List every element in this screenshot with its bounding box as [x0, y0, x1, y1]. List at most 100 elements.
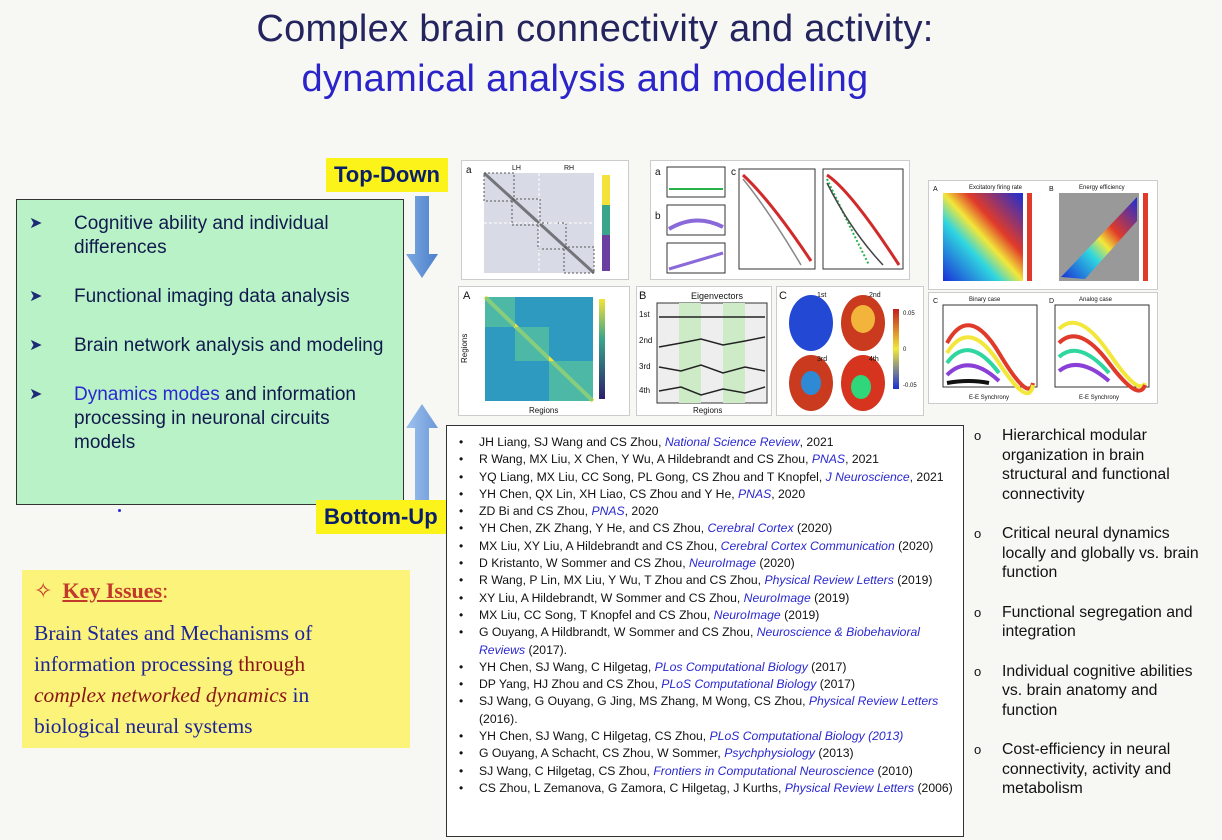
reference-journal-link[interactable]: Frontiers in Computational Neuroscience [653, 763, 875, 778]
research-area-item: ➤ Functional imaging data analysis [17, 285, 394, 309]
reference-journal-link[interactable]: PNAS [591, 504, 625, 519]
brain-label: 4th [869, 356, 879, 363]
bottom-up-label: Bottom-Up [316, 500, 446, 534]
brain-label: 3rd [817, 356, 827, 363]
figure-x-label: E-E Synchrony [969, 395, 1009, 401]
eigen-row-label: 2nd [639, 336, 652, 345]
cbar-label: -0.05 [903, 383, 917, 389]
research-areas-box: ➤ Cognitive ability and individual diffe… [16, 199, 404, 505]
reference-journal-link[interactable]: NeuroImage [743, 590, 811, 605]
reference-authors: G Ouyang, A Schacht, CS Zhou, W Sommer, [479, 746, 725, 761]
figure-panel-label: C [779, 290, 787, 302]
reference-journal-link[interactable]: PLoS Computational Biology (2013) [709, 729, 904, 744]
figure-firing-rate-heatmaps: A Excitatory firing rate B Energy effici… [928, 180, 1158, 290]
reference-journal-link[interactable]: PNAS [811, 452, 846, 467]
reference-journal-link[interactable]: PNAS [738, 486, 772, 501]
reference-journal-link[interactable]: Cerebral Cortex Communication [720, 538, 895, 553]
reference-journal-link[interactable]: Physical Review Letters [764, 573, 894, 588]
research-area-item: ➤ Dynamics modes and information process… [17, 383, 394, 455]
circle-bullet-icon: o [974, 663, 982, 679]
reference-item: CS Zhou, L Zemanova, G Zamora, C Hilgeta… [455, 780, 957, 798]
reference-year: , 2021 [909, 469, 944, 484]
cbar-label: 0.05 [903, 311, 915, 317]
reference-authors: D Kristanto, W Sommer and CS Zhou, [479, 556, 689, 571]
key-issues-title: ✧Key Issues: [34, 578, 398, 604]
references-list: JH Liang, SJ Wang and CS Zhou, National … [455, 434, 957, 798]
key-issues-box: ✧Key Issues: Brain States and Mechanisms… [22, 570, 410, 748]
reference-journal-link[interactable]: Physical Review Letters [784, 780, 915, 795]
reference-authors: SJ Wang, C Hilgetag, CS Zhou, [479, 763, 654, 778]
down-arrow-icon [406, 196, 438, 278]
reference-authors: DP Yang, HJ Zhou and CS Zhou, [479, 677, 662, 692]
star-icon: ✧ [34, 578, 53, 603]
circle-bullet-icon: o [974, 428, 982, 443]
circle-bullet-icon: o [974, 526, 982, 541]
topic-text: Individual cognitive abilities vs. brain… [1002, 662, 1193, 719]
reference-item: D Kristanto, W Sommer and CS Zhou, Neuro… [455, 555, 957, 573]
figure-panel-label: A [463, 290, 471, 302]
reference-authors: YH Chen, QX Lin, XH Liao, CS Zhou and Y … [479, 486, 739, 501]
figure-panel-label: B [639, 290, 646, 302]
top-down-label: Top-Down [326, 158, 448, 192]
figure-x-label: E-E Synchrony [1079, 395, 1119, 401]
cbar-label: 0 [903, 347, 907, 353]
reference-year: (2017) [816, 677, 856, 692]
reference-year: , 2021 [845, 452, 879, 467]
figure-title: Analog case [1079, 297, 1113, 303]
eigen-row-label: 4th [639, 386, 650, 395]
reference-journal-link[interactable]: National Science Review [664, 435, 800, 449]
reference-authors: YH Chen, SJ Wang, C Hilgetag, [479, 659, 655, 674]
topic-text: Cost-efficiency in neural connectivity, … [1002, 741, 1172, 797]
reference-authors: R Wang, P Lin, MX Liu, Y Wu, T Zhou and … [479, 573, 765, 588]
reference-journal-link[interactable]: NeuroImage [713, 607, 781, 622]
reference-year: (2019) [810, 590, 850, 605]
key-issues-body: Brain States and Mechanisms of informati… [34, 618, 398, 742]
reference-item: YH Chen, SJ Wang, C Hilgetag, PLos Compu… [455, 659, 957, 677]
topic-item: o Individual cognitive abilities vs. brai… [972, 662, 1212, 721]
reference-item: G Ouyang, A Hildbrandt, W Sommer and CS … [455, 624, 957, 659]
reference-authors: YH Chen, SJ Wang, C Hilgetag, CS Zhou, [479, 729, 710, 744]
figure-lh-label: LH [512, 165, 521, 172]
reference-item: DP Yang, HJ Zhou and CS Zhou, PLoS Compu… [455, 676, 957, 694]
figure-connectivity-matrix: a LH RH [461, 160, 629, 280]
reference-item: MX Liu, XY Liu, A Hildebrandt and CS Zho… [455, 538, 957, 556]
reference-year: , 2020 [624, 504, 659, 519]
reference-journal-link[interactable]: Physical Review Letters [808, 694, 939, 709]
figure-panel-label: B [1049, 186, 1054, 193]
reference-journal-link[interactable]: Cerebral Cortex [707, 521, 794, 536]
up-arrow-icon [406, 404, 438, 500]
title-line-1: Complex brain connectivity and activity: [256, 8, 934, 50]
reference-item: G Ouyang, A Schacht, CS Zhou, W Sommer, … [455, 745, 957, 763]
reference-year: (2010) [874, 763, 913, 778]
reference-year: (2017). [525, 642, 568, 657]
reference-year: (2020) [894, 538, 934, 553]
reference-item: JH Liang, SJ Wang and CS Zhou, National … [455, 434, 957, 452]
reference-authors: JH Liang, SJ Wang and CS Zhou, [479, 435, 665, 449]
reference-year: (2016). [479, 711, 518, 726]
reference-journal-link[interactable]: Neuroscience & Biobehavioral Reviews [479, 625, 921, 657]
figure-rh-label: RH [564, 165, 574, 172]
reference-journal-link[interactable]: J Neuroscience [825, 469, 910, 484]
figure-title: Binary case [969, 297, 1001, 303]
eigen-row-label: 3rd [639, 362, 651, 371]
arrow-bullet-icon: ➤ [29, 386, 43, 403]
reference-year: (2013) [815, 746, 854, 761]
reference-journal-link[interactable]: NeuroImage [688, 556, 757, 571]
figure-eigenvectors: B Eigenvectors 1st 2nd 3rd 4th Regions [636, 286, 772, 416]
reference-journal-link[interactable]: PLoS Computational Biology [661, 677, 817, 692]
reference-authors: G Ouyang, A Hildbrandt, W Sommer and CS … [479, 625, 757, 640]
research-area-item: ➤ Brain network analysis and modeling [17, 334, 394, 358]
figure-panel-label: D [1049, 298, 1054, 305]
references-box: JH Liang, SJ Wang and CS Zhou, National … [446, 425, 964, 837]
brain-label: 1st [817, 292, 826, 299]
research-area-highlight: Dynamics modes [74, 384, 220, 405]
reference-item: R Wang, MX Liu, X Chen, Y Wu, A Hildebra… [455, 451, 957, 469]
figure-panel-label: a [466, 165, 472, 176]
reference-journal-link[interactable]: Psychphysiology [724, 746, 815, 761]
reference-year: (2019) [893, 573, 933, 588]
reference-journal-link[interactable]: PLos Computational Biology [654, 659, 808, 674]
figure-avalanche-distributions: a b c [650, 160, 910, 280]
